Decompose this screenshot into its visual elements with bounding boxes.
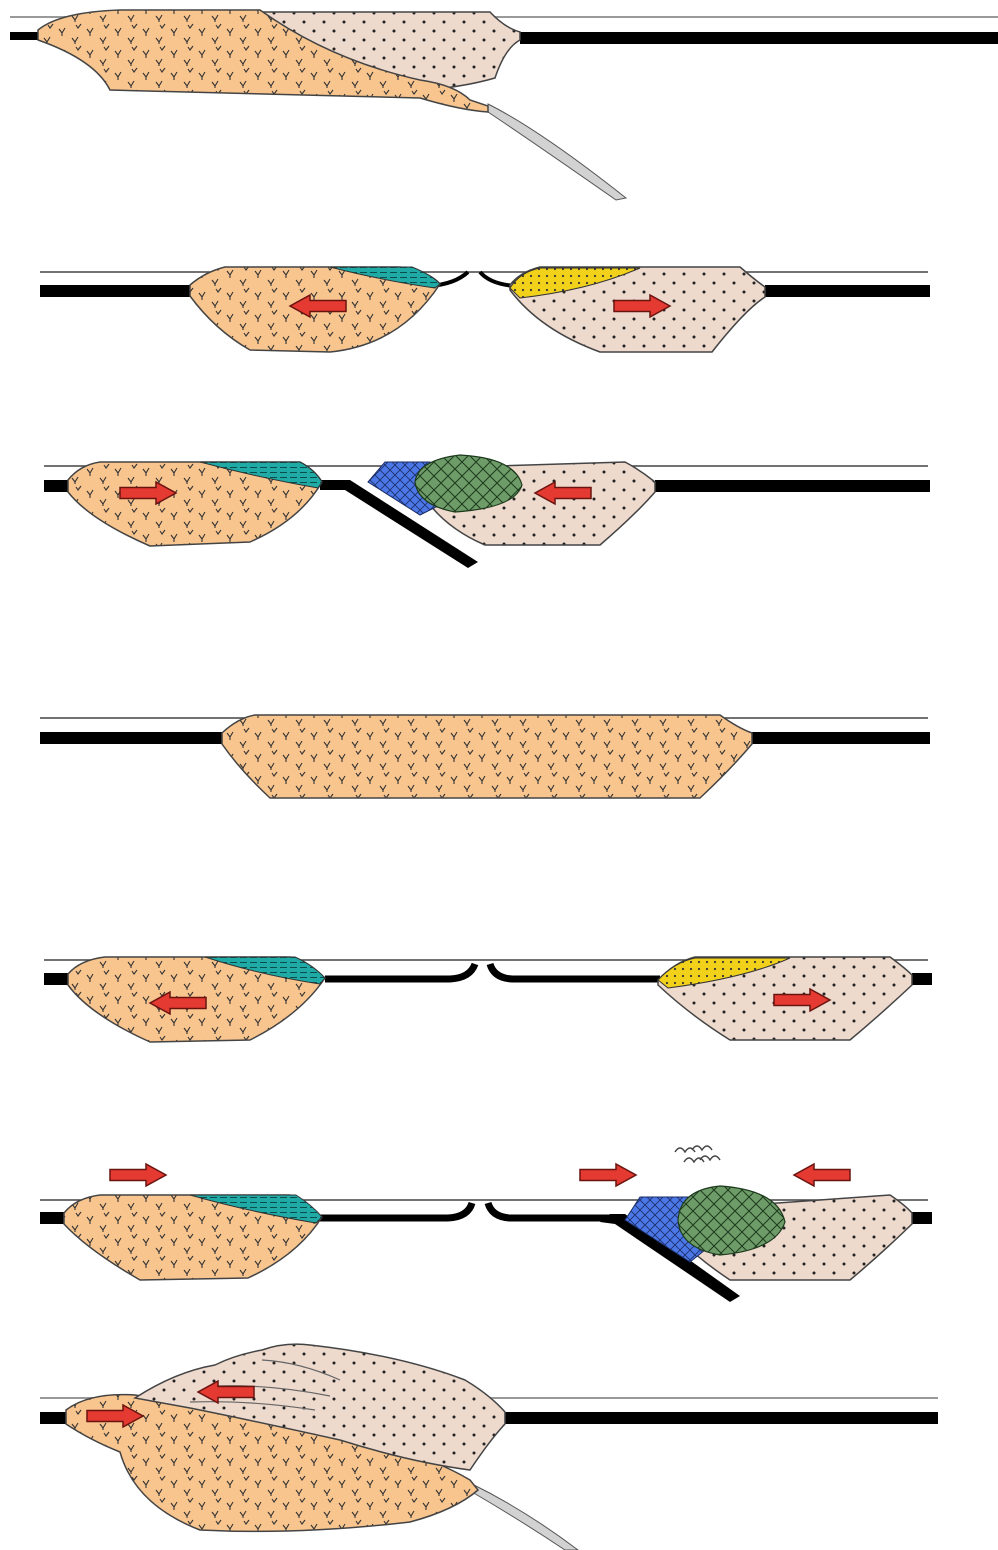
oceanic-lithosphere [750, 732, 930, 744]
oceanic-lithosphere [520, 32, 998, 44]
oceanic-lithosphere [40, 732, 225, 744]
oceanic-lithosphere [505, 1412, 938, 1424]
arrow-right-icon [580, 1164, 636, 1186]
stage-1-collision [10, 10, 998, 200]
slab-remnant [488, 104, 626, 200]
oceanic-lithosphere [44, 480, 68, 492]
oceanic-lithosphere [40, 1412, 66, 1424]
oceanic-lithosphere [10, 32, 38, 40]
arrow-left-icon [794, 1164, 850, 1186]
volcanic-plume-icon [675, 1146, 720, 1162]
ocean-floor-left [320, 1203, 472, 1218]
stage-6-subduction-arc [40, 1146, 932, 1302]
continent-merged [222, 715, 752, 798]
ocean-floor-right [488, 1203, 620, 1218]
oceanic-lithosphere [765, 285, 930, 297]
stage-4-supercontinent [40, 715, 930, 798]
oceanic-lithosphere [655, 480, 930, 492]
oceanic-lithosphere [912, 973, 932, 985]
stage-3-subduction [44, 455, 930, 568]
stage-7-collision [40, 1344, 938, 1550]
oceanic-lithosphere [40, 1212, 64, 1224]
ocean-floor-left [325, 964, 475, 979]
oceanic-lithosphere [44, 973, 68, 985]
oceanic-lithosphere [40, 285, 190, 297]
stage-2-rifting [40, 267, 930, 352]
slab-remnant [472, 1484, 578, 1550]
ridge-right [480, 272, 515, 286]
arrow-right-icon [110, 1164, 166, 1186]
ocean-floor-right [490, 964, 660, 979]
oceanic-lithosphere [912, 1212, 932, 1224]
